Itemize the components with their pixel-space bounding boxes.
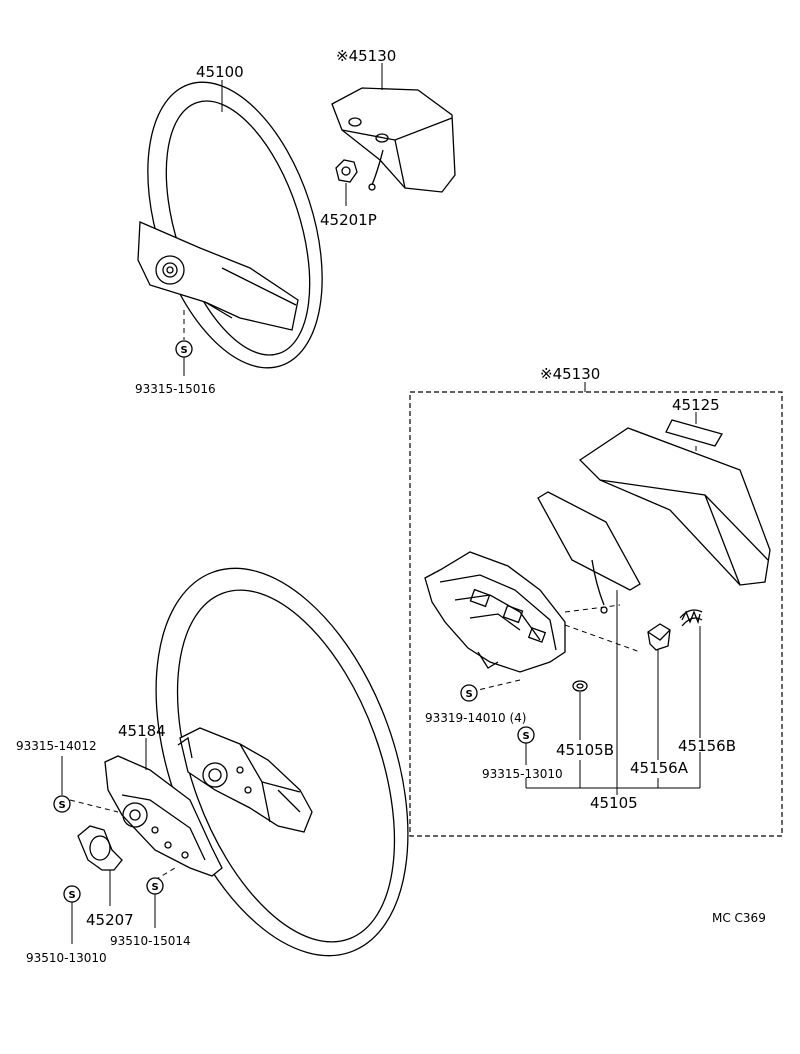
horn-pad-upper <box>331 87 456 193</box>
svg-text:S: S <box>152 882 159 893</box>
label-93315-13010: 93315-13010 <box>482 767 563 781</box>
pad-assembly-box <box>409 391 783 837</box>
button-45156a <box>647 623 671 651</box>
label-45207: 45207 <box>86 911 134 929</box>
label-45100: 45100 <box>196 63 244 81</box>
screw-s-mark-spring: S <box>63 885 81 903</box>
label-45201p: 45201P <box>320 211 377 229</box>
label-45184: 45184 <box>118 722 166 740</box>
label-93319-14010: 93319-14010 (4) <box>425 711 527 725</box>
cover-45184 <box>104 755 223 877</box>
nut-45201p <box>335 159 358 183</box>
ring-45207 <box>77 825 123 871</box>
diagram-code: MC C369 <box>712 911 766 925</box>
leader-dash-93315-14012 <box>69 799 119 813</box>
label-45125: 45125 <box>672 396 720 414</box>
guide-dash-3 <box>477 679 521 691</box>
switch-bracket-assembly <box>424 551 566 673</box>
spring-45156b <box>679 609 703 627</box>
leader-dash-93510-15014 <box>154 867 176 881</box>
horn-pad-box <box>578 427 771 586</box>
cap-small <box>572 680 588 692</box>
label-45130-upper: ※45130 <box>336 47 396 65</box>
label-45156b: 45156B <box>678 737 736 755</box>
svg-text:S: S <box>69 890 76 901</box>
screw-s-mark-box-4: S <box>460 684 478 702</box>
screw-s-mark-cover: S <box>146 877 164 895</box>
screw-s-mark-box: S <box>517 726 535 744</box>
label-93510-13010: 93510-13010 <box>26 951 107 965</box>
label-45105: 45105 <box>590 794 638 812</box>
plate-45105b <box>537 491 641 614</box>
steering-wheel-lower <box>155 567 409 957</box>
label-45130-box: ※45130 <box>540 365 600 383</box>
guide-dash-2 <box>564 624 641 653</box>
steering-wheel-upper <box>137 81 323 369</box>
label-93315-14012: 93315-14012 <box>16 739 97 753</box>
label-93510-15014: 93510-15014 <box>110 934 191 948</box>
guide-dash-1 <box>564 604 621 613</box>
svg-text:S: S <box>523 731 530 742</box>
label-45105b: 45105B <box>556 741 614 759</box>
svg-text:S: S <box>466 689 473 700</box>
emblem-45125 <box>665 419 723 447</box>
svg-text:S: S <box>59 800 66 811</box>
label-93315-15016: 93315-15016 <box>135 382 216 396</box>
screw-s-mark-upper: S <box>175 340 193 358</box>
screw-s-mark-lower-left: S <box>53 795 71 813</box>
label-45156a: 45156A <box>630 759 689 777</box>
svg-text:S: S <box>181 345 188 356</box>
